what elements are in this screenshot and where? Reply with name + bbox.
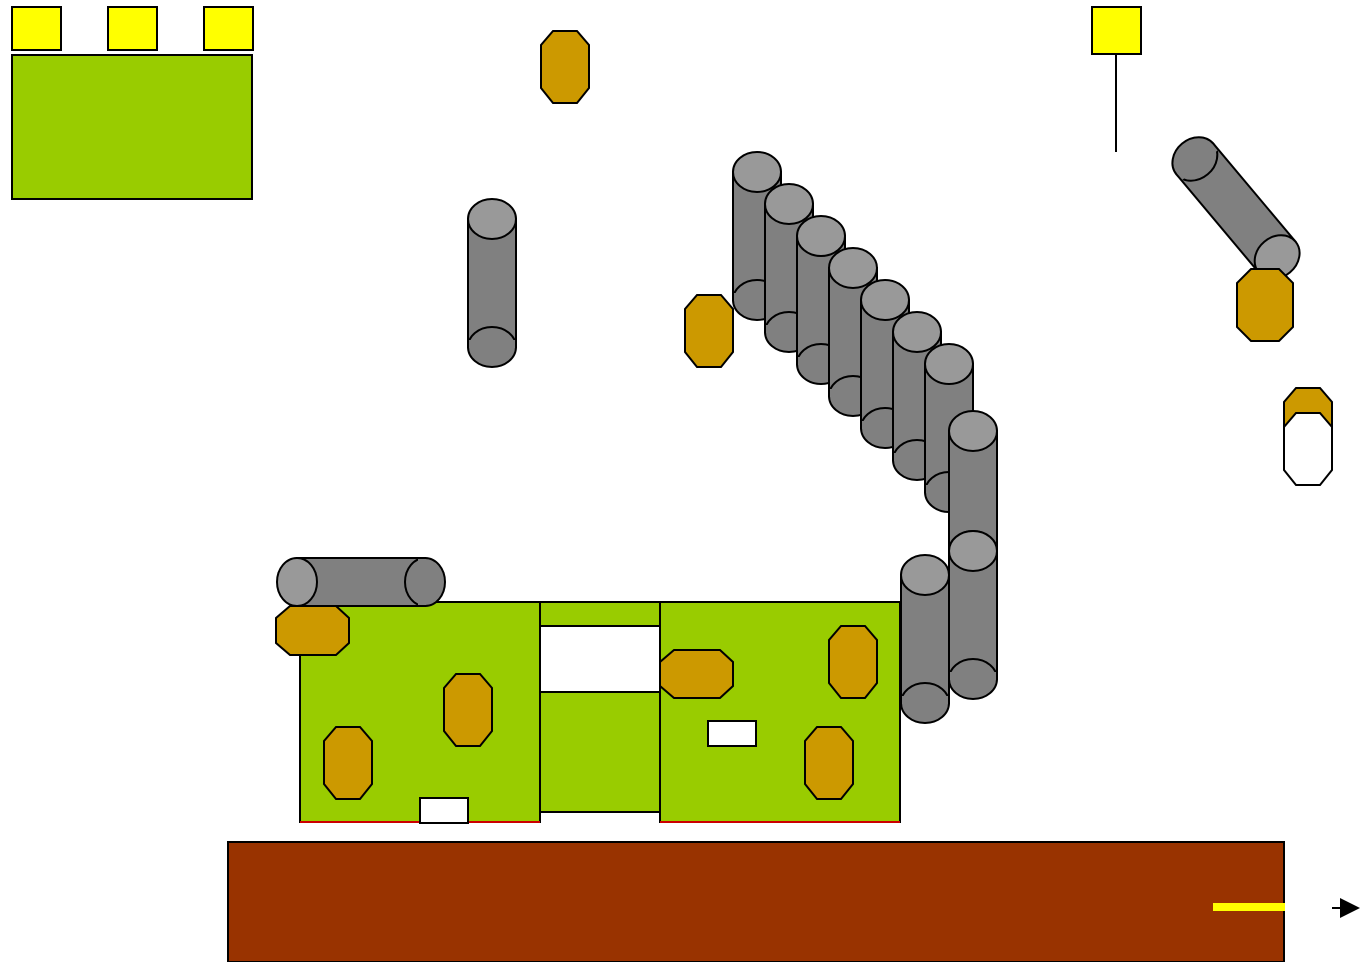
pillar [468, 199, 516, 367]
lives-square-icon [12, 7, 61, 50]
flag-icon [1092, 7, 1141, 152]
coin-icon [805, 727, 853, 799]
coin-icon [541, 31, 589, 103]
log [1164, 128, 1309, 288]
coin-icon [685, 295, 733, 367]
coin-icon [660, 650, 733, 698]
minimap-panel [12, 55, 252, 199]
doorway [420, 798, 468, 823]
yellow-exit-marker [1213, 903, 1285, 911]
doorway [708, 721, 756, 746]
pillar [901, 555, 949, 723]
log [277, 558, 445, 606]
coin-icon [1237, 269, 1293, 341]
pillar [949, 531, 997, 699]
coin-icon [276, 606, 349, 655]
coin-icon [324, 727, 372, 799]
doorway [540, 626, 660, 692]
lives-square-icon [108, 7, 157, 50]
ground-floor [228, 842, 1284, 962]
platform-middle [540, 602, 660, 812]
coin-icon [444, 674, 492, 746]
lives-square-icon [204, 7, 253, 50]
hollow-coin-icon [1284, 413, 1332, 485]
coin-icon [829, 626, 877, 698]
hud-panel [12, 7, 253, 199]
